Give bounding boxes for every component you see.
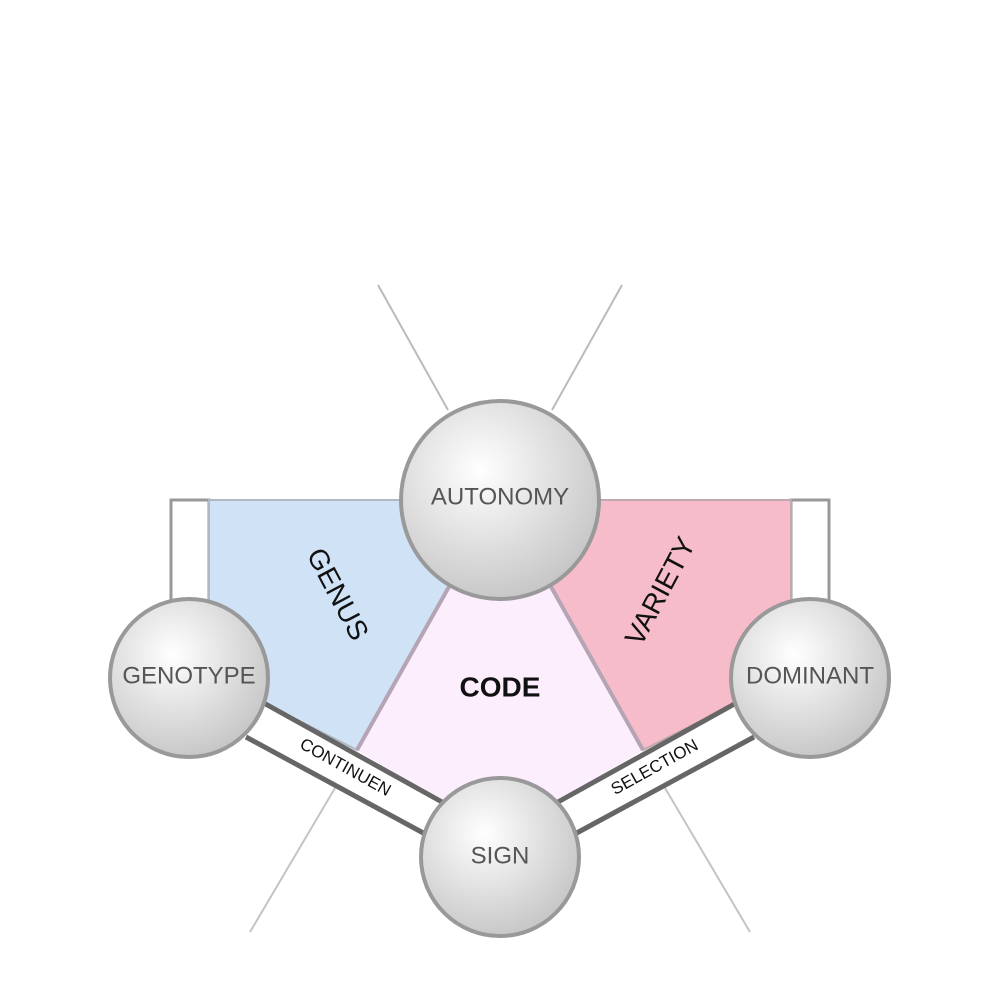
region-code bbox=[357, 585, 643, 800]
node-label-sign: SIGN bbox=[471, 842, 530, 869]
node-genotype[interactable]: GENOTYPE bbox=[108, 597, 270, 759]
band-left bbox=[244, 699, 444, 838]
node-dominant[interactable]: DOMINANT bbox=[729, 597, 891, 759]
divider-left bbox=[355, 584, 452, 751]
right-pillar bbox=[789, 498, 831, 610]
node-autonomy[interactable]: AUTONOMY bbox=[399, 399, 601, 601]
node-label-dominant: DOMINANT bbox=[746, 662, 874, 689]
node-label-autonomy: AUTONOMY bbox=[431, 483, 569, 510]
divider-right bbox=[548, 584, 645, 751]
region-label-code: CODE bbox=[460, 671, 541, 702]
node-label-genotype: GENOTYPE bbox=[122, 662, 255, 689]
band-right bbox=[556, 699, 756, 838]
left-pillar bbox=[169, 498, 211, 610]
node-sign[interactable]: SIGN bbox=[419, 776, 581, 938]
